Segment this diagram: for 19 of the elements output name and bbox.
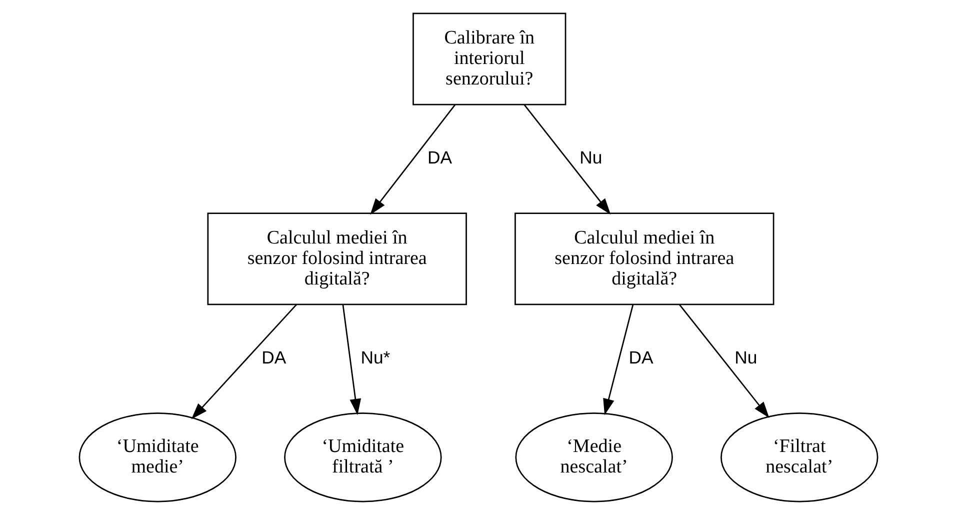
- node-ellipse: ‘Medie nescalat’: [514, 412, 672, 502]
- arrow: [342, 304, 361, 416]
- arrow: [523, 104, 610, 215]
- edge-label: Nu*: [360, 347, 390, 368]
- node-box: Calculul mediei în senzor folosind intrarea digitală?: [514, 212, 774, 306]
- arrow: [190, 304, 296, 420]
- edge-label: Nu: [579, 148, 602, 168]
- node-ellipse: ‘Umiditate filtrată ’: [284, 412, 442, 502]
- node-ellipse: ‘Filtrat nescalat’: [720, 412, 878, 502]
- arrow: [370, 104, 456, 215]
- edge-label: DA: [628, 347, 652, 368]
- edge-label: Nu: [734, 347, 757, 368]
- arrow: [602, 304, 634, 416]
- edge-label: DA: [261, 347, 285, 368]
- node-box: Calibrare în interiorul senzorului?: [412, 12, 566, 106]
- node-box: Calculul mediei în senzor folosind intrarea digitală?: [206, 212, 466, 306]
- node-ellipse: ‘Umiditate medie’: [78, 412, 236, 502]
- arrow: [678, 304, 769, 418]
- edge-label: DA: [427, 148, 451, 168]
